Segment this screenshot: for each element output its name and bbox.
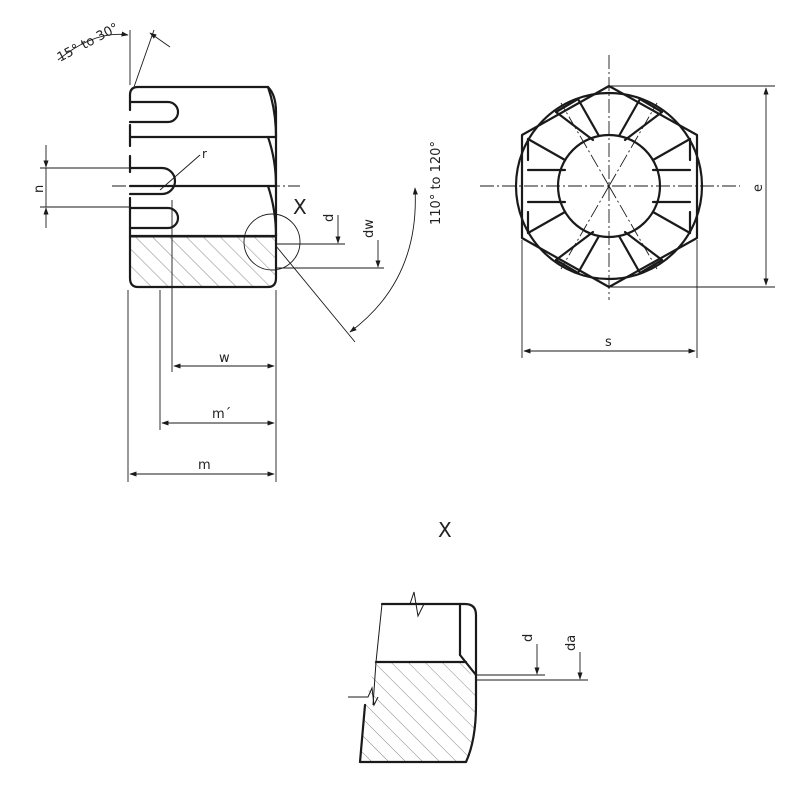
detail-dimension-da-label: da: [564, 635, 579, 651]
dimension-dw: dw: [276, 219, 384, 269]
detail-view-x: X d da: [348, 518, 588, 764]
countersink-angle-label: 110° to 120°: [429, 141, 444, 225]
dimension-m-prime: m´: [159, 290, 275, 430]
side-view-hatched-section: [130, 236, 276, 287]
dimension-w-label: w: [219, 351, 230, 366]
dimension-n-label: n: [32, 185, 47, 193]
detail-dimension-da: da: [476, 635, 588, 681]
radius-leader: [159, 154, 201, 191]
dimension-d-label: d: [322, 214, 337, 222]
detail-outline: [358, 602, 478, 764]
top-view: e s: [480, 55, 775, 358]
slot-top: [128, 100, 180, 124]
dimension-n: n: [32, 145, 130, 228]
detail-dimension-d: d: [476, 634, 545, 676]
detail-marker-label: X: [293, 195, 307, 219]
dimension-s-label: s: [605, 335, 612, 350]
dimension-m-label: m: [198, 458, 211, 473]
slot-middle: [128, 166, 177, 196]
detail-circle: [243, 213, 301, 271]
side-view: r n 15° to 30° X d: [32, 21, 444, 482]
dimension-e: e: [611, 85, 775, 288]
dimension-w: w: [171, 200, 277, 482]
dimension-m: m: [127, 290, 275, 482]
dimension-dw-label: dw: [362, 219, 377, 238]
chamfer-angle-label: 15° to 30°: [55, 21, 122, 66]
dimension-e-label: e: [751, 184, 766, 192]
detail-dimension-d-label: d: [521, 634, 536, 642]
dimension-countersink-angle: 110° to 120°: [275, 141, 444, 343]
slot-bottom: [128, 206, 180, 230]
dimension-s: s: [521, 240, 698, 358]
detail-title: X: [438, 518, 452, 542]
side-view-outline: [128, 85, 278, 289]
radial-centerlines: [560, 102, 658, 270]
slot-walls: [526, 97, 692, 275]
dimension-m-prime-label: m´: [212, 407, 231, 422]
dimension-chamfer-angle: 15° to 30°: [55, 21, 171, 88]
radius-label: r: [202, 147, 207, 161]
dimension-d: d: [276, 214, 345, 245]
